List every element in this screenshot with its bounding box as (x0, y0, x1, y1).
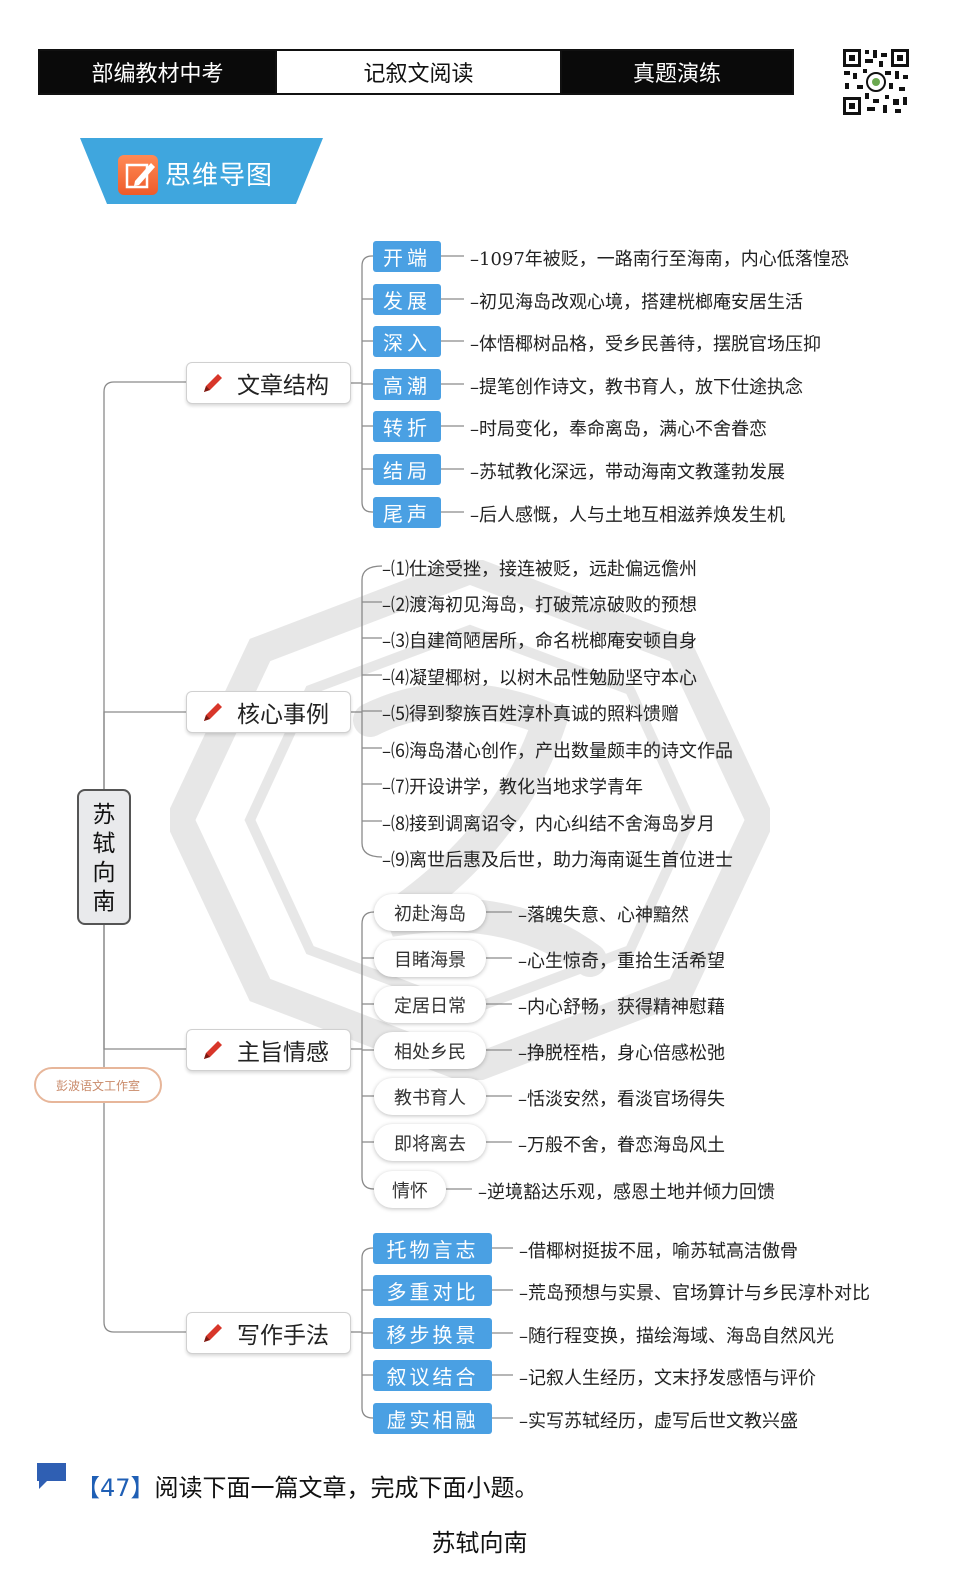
structure-text: –1097年被贬，一路南行至海南，内心低落惶恐 (470, 249, 849, 270)
header-middle: 记叙文阅读 (275, 51, 562, 93)
branch-title: 文章结构 (237, 373, 329, 399)
technique-tag: 移步换景 (373, 1318, 492, 1349)
technique-text: –记叙人生经历，文末抒发感悟与评价 (519, 1368, 816, 1389)
emotion-tag: 情怀 (374, 1171, 446, 1208)
structure-text: –体悟椰树品格，受乡民善待，摆脱官场压抑 (470, 334, 821, 355)
event-item: –⑴仕途受挫，接连被贬，远赴偏远儋州 (382, 559, 697, 580)
emotion-text: –落魄失意、心神黯然 (518, 905, 689, 926)
pencil-icon (204, 374, 222, 392)
emotion-tag: 即将离去 (374, 1124, 486, 1161)
emotion-tag: 相处乡民 (374, 1032, 486, 1069)
pencil-icon (204, 703, 222, 721)
emotion-tag: 教书育人 (374, 1078, 486, 1115)
emotion-text: –心生惊奇，重拾生活希望 (518, 951, 725, 972)
branch-techniques[interactable]: 写作手法 (186, 1312, 351, 1354)
pencil-app-icon (118, 155, 158, 195)
emotion-tag: 初赴海岛 (374, 894, 486, 931)
structure-tag: 深入 (373, 326, 441, 357)
event-item: –⑷凝望椰树，以树木品性勉励坚守本心 (382, 668, 697, 689)
structure-text: –时局变化，奉命离岛，满心不舍眷恋 (470, 419, 767, 440)
branch-title: 写作手法 (237, 1323, 329, 1349)
bookmark-icon (37, 1463, 66, 1489)
qr-code-icon[interactable] (841, 47, 911, 117)
emotion-text: –内心舒畅，获得精神慰藉 (518, 997, 725, 1018)
emotion-text: –恬淡安然，看淡官场得失 (518, 1089, 725, 1110)
banner-title: 思维导图 (165, 161, 274, 191)
emotion-tag: 定居日常 (374, 986, 486, 1023)
branch-title: 主旨情感 (237, 1040, 329, 1066)
structure-text: –提笔创作诗文，教书育人，放下仕途执念 (470, 377, 803, 398)
technique-tag: 托物言志 (373, 1233, 492, 1264)
emotion-text: –挣脱桎梏，身心倍感松弛 (518, 1043, 725, 1064)
structure-tag: 结局 (373, 454, 441, 485)
technique-text: –借椰树挺拔不屈，喻苏轼高洁傲骨 (519, 1241, 798, 1262)
pencil-icon (204, 1324, 222, 1342)
emotion-tag: 目睹海景 (374, 940, 486, 977)
structure-tag: 开端 (373, 241, 441, 272)
emotion-text: –逆境豁达乐观，感恩土地并倾力回馈 (478, 1182, 775, 1203)
event-item: –⑹海岛潜心创作，产出数量颇丰的诗文作品 (382, 741, 733, 762)
event-item: –⑶自建简陋居所，命名桄榔庵安顿自身 (382, 631, 697, 652)
question-text: 阅读下面一篇文章，完成下面小题。 (154, 1474, 539, 1502)
studio-label: 彭波语文工作室 (34, 1067, 162, 1103)
technique-text: –荒岛预想与实景、官场算计与乡民淳朴对比 (519, 1283, 870, 1304)
event-item: –⑺开设讲学，教化当地求学青年 (382, 777, 643, 798)
root-node[interactable]: 苏轼向南 (77, 789, 131, 925)
article-title: 苏轼向南 (431, 1529, 528, 1557)
branch-structure[interactable]: 文章结构 (186, 362, 351, 404)
technique-tag: 虚实相融 (373, 1403, 492, 1434)
structure-tag: 尾声 (373, 497, 441, 528)
technique-text: –实写苏轼经历，虚写后世文教兴盛 (519, 1411, 798, 1432)
structure-text: –后人感慨，人与土地互相滋养焕发生机 (470, 505, 785, 526)
branch-events[interactable]: 核心事例 (186, 691, 351, 733)
event-item: –⑸得到黎族百姓淳朴真诚的照料馈赠 (382, 704, 679, 725)
structure-text: –初见海岛改观心境，搭建桄榔庵安居生活 (470, 292, 803, 313)
pencil-icon (204, 1041, 222, 1059)
event-item: –⑼离世后惠及后世，助力海南诞生首位进士 (382, 850, 733, 871)
technique-text: –随行程变换，描绘海域、海岛自然风光 (519, 1326, 834, 1347)
branch-emotions[interactable]: 主旨情感 (186, 1029, 351, 1071)
header-right: 真题演练 (562, 51, 792, 93)
header-bar: 部编教材中考 记叙文阅读 真题演练 (38, 49, 794, 95)
question-line: 【47】阅读下面一篇文章，完成下面小题。 (40, 1468, 539, 1503)
structure-tag: 转折 (373, 411, 441, 442)
event-item: –⑻接到调离诏令，内心纠结不舍海岛岁月 (382, 814, 715, 835)
question-number: 【47】 (76, 1474, 155, 1502)
emotion-text: –万般不舍，眷恋海岛风土 (518, 1135, 725, 1156)
structure-tag: 高潮 (373, 369, 441, 400)
structure-text: –苏轼教化深远，带动海南文教蓬勃发展 (470, 462, 785, 483)
technique-tag: 叙议结合 (373, 1360, 492, 1391)
technique-tag: 多重对比 (373, 1275, 492, 1306)
branch-title: 核心事例 (237, 702, 329, 728)
header-left: 部编教材中考 (40, 51, 275, 93)
structure-tag: 发展 (373, 284, 441, 315)
root-label: 苏轼向南 (92, 802, 116, 915)
event-item: –⑵渡海初见海岛，打破荒凉破败的预想 (382, 595, 697, 616)
